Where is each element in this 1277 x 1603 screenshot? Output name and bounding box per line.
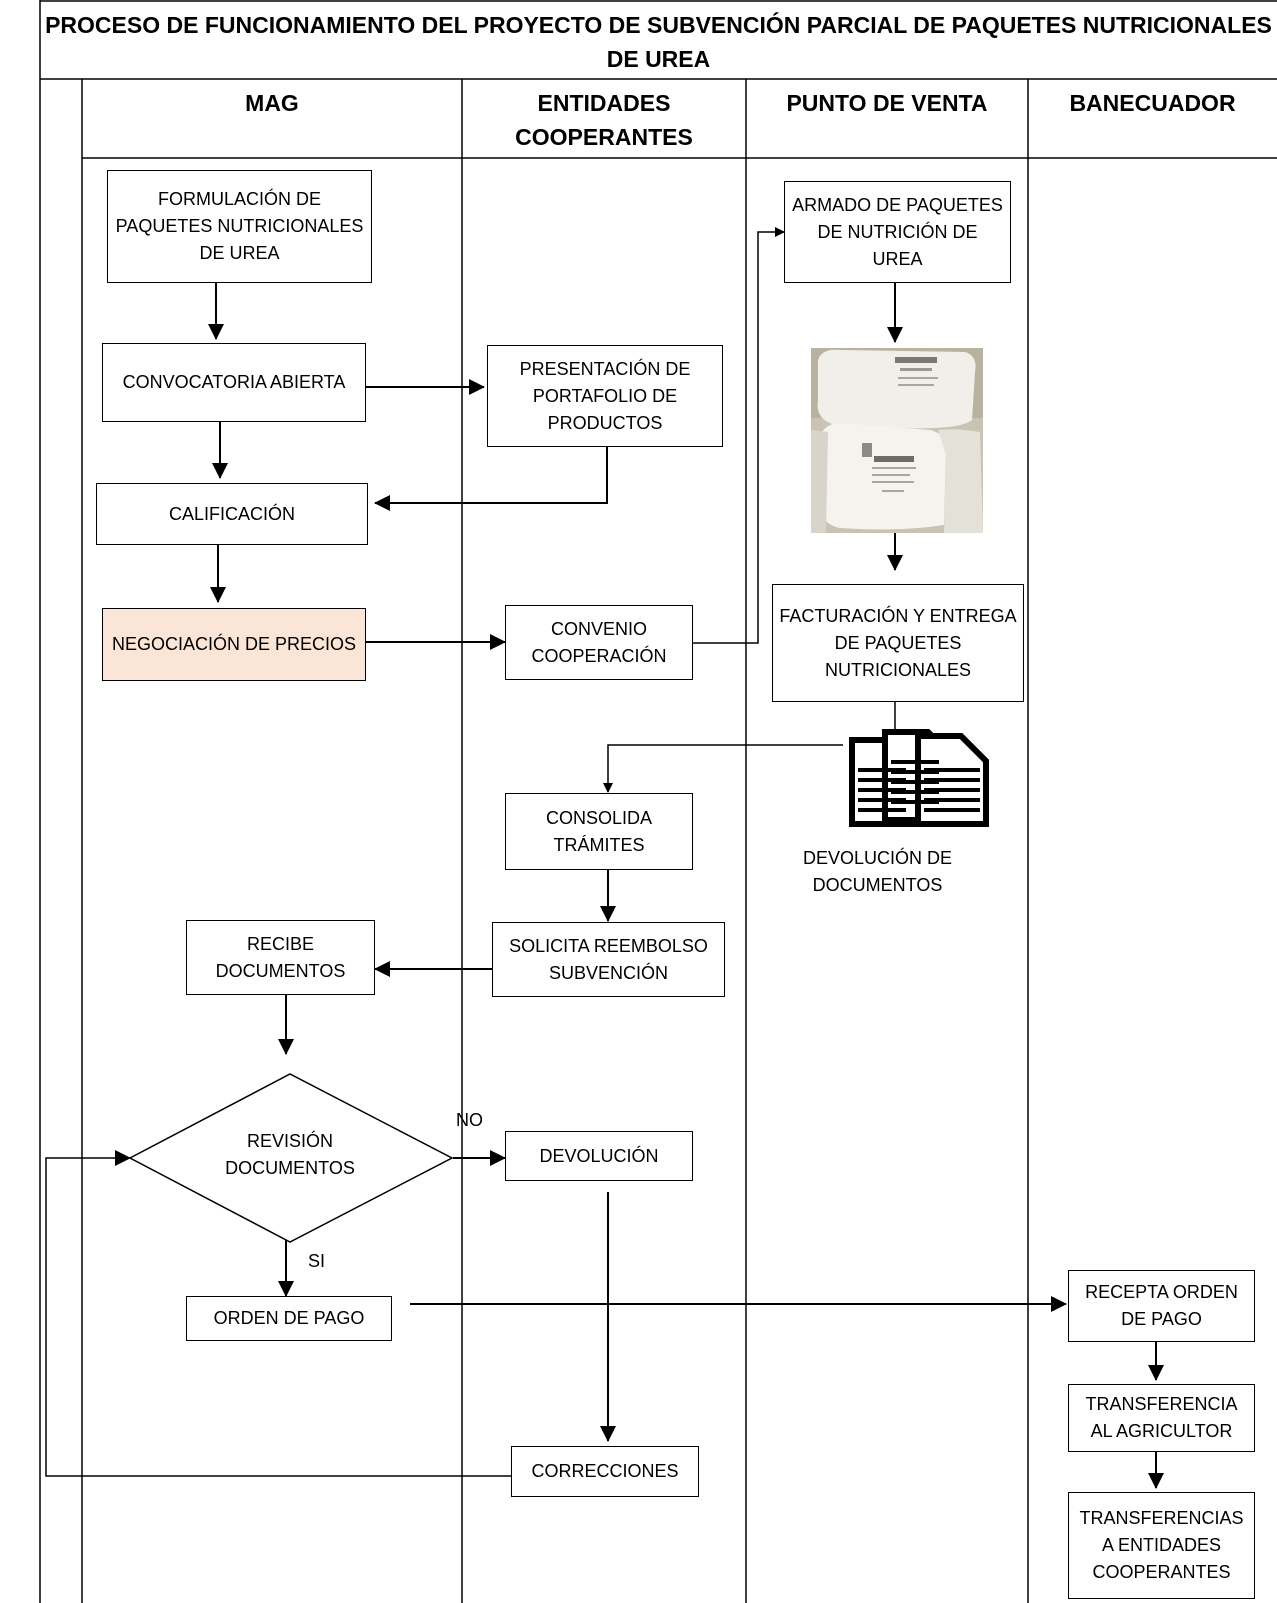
diagram-title: PROCESO DE FUNCIONAMIENTO DEL PROYECTO D… [45,12,1272,72]
lane-grid [39,0,1277,1603]
step-devolucion: DEVOLUCIÓN [505,1131,693,1181]
step-convocatoria: CONVOCATORIA ABIERTA [102,343,366,422]
step-correcciones: CORRECCIONES [511,1446,699,1497]
documents-icon-lines [858,760,980,812]
step-recibe: RECIBE DOCUMENTOS [186,920,375,995]
arrow-docs-consolida [603,744,843,793]
label-si: SI [308,1251,326,1271]
step-presentacion: PRESENTACIÓN DE PORTAFOLIO DE PRODUCTOS [487,345,723,447]
lane-header-banecuador: BANECUADOR [1069,90,1236,116]
connectors [45,227,1164,1489]
step-armado: ARMADO DE PAQUETES DE NUTRICIÓN DE UREA [784,181,1011,283]
step-negociacion: NEGOCIACIÓN DE PRECIOS [102,608,366,681]
step-formulacion: FORMULACIÓN DE PAQUETES NUTRICIONALES DE… [107,170,372,283]
step-orden-pago: ORDEN DE PAGO [186,1296,392,1341]
step-transferencia-agricultor: TRANSFERENCIA AL AGRICULTOR [1068,1384,1255,1452]
step-facturacion: FACTURACIÓN Y ENTREGA DE PAQUETES NUTRIC… [772,584,1024,702]
decision-revision: REVISIÓN DOCUMENTOS [225,1131,355,1178]
step-recepta: RECEPTA ORDEN DE PAGO [1068,1270,1255,1342]
step-calificacion: CALIFICACIÓN [96,483,368,545]
step-transferencias-entidades: TRANSFERENCIAS A ENTIDADES COOPERANTES [1068,1492,1255,1599]
step-consolida: CONSOLIDA TRÁMITES [505,793,693,870]
arrow-convenio-armado [693,227,785,644]
lane-header-punto-venta: PUNTO DE VENTA [786,90,988,116]
step-convenio: CONVENIO COOPERACIÓN [505,605,693,680]
lane-header-entidades: ENTIDADES COOPERANTES [515,90,693,150]
arrow-correcciones-revision [45,1150,511,1477]
label-no: NO [456,1110,483,1130]
urea-bags-photo [811,348,983,533]
lane-header-mag: MAG [245,90,299,116]
step-solicita: SOLICITA REEMBOLSO SUBVENCIÓN [492,922,725,997]
label-devolucion-documentos: DEVOLUCIÓN DE DOCUMENTOS [802,848,953,895]
decision-revision-shape [128,1073,454,1243]
arrow-presentacion-calificacion [374,447,608,511]
